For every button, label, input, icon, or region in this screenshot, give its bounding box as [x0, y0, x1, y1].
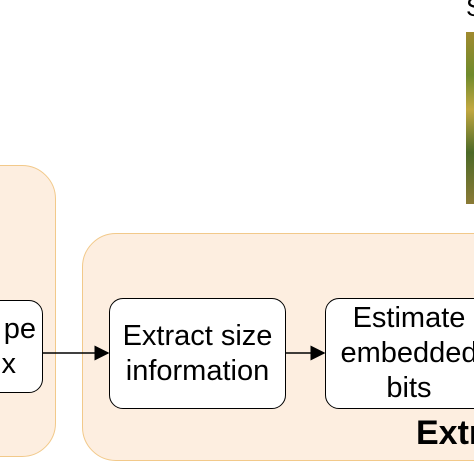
extract-size-label-line1: Extract size	[122, 319, 273, 352]
estimate-bits-box: Estimate embedded bits	[325, 298, 474, 409]
left-process-label-line1: pe	[3, 312, 36, 345]
left-process-label-line2: x	[1, 347, 17, 380]
image-fragment	[466, 32, 474, 204]
extract-size-box: Extract size information	[109, 298, 286, 409]
extract-group-title: Extr	[416, 414, 474, 452]
top-edge-text: S	[466, 0, 474, 23]
estimate-label-line3: bits	[386, 371, 432, 404]
estimate-label-line1: Estimate	[352, 302, 466, 335]
estimate-label-line2: embedded	[340, 337, 474, 370]
extract-size-label-line2: information	[125, 354, 270, 387]
left-process-box: pe x	[0, 300, 43, 393]
